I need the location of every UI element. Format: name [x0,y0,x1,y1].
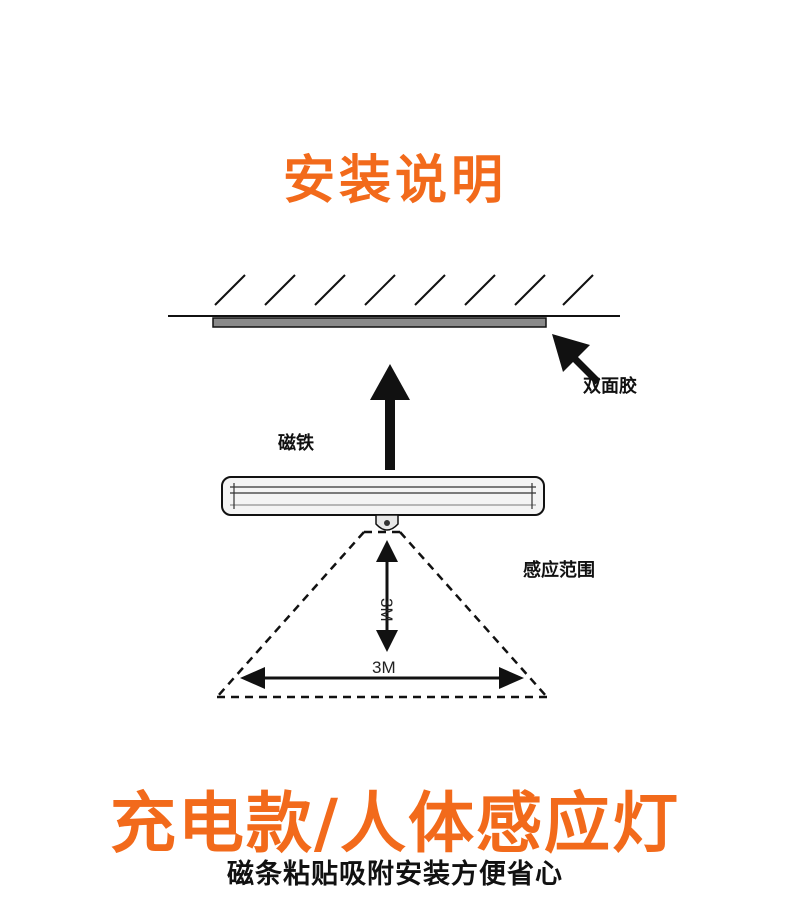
magnet-label: 磁铁 [278,433,314,454]
vertical-distance-arrow [376,540,398,652]
product-subtitle: 磁条粘贴吸附安装方便省心 [227,859,563,890]
product-title: 充电款/人体感应灯 [109,785,681,862]
vertical-distance-label: 3M [377,598,396,622]
motion-sensor [375,514,399,531]
ceiling-hatching [214,274,594,306]
adhesive-label: 双面胶 [583,376,637,397]
sensing-range-cone [216,530,548,699]
adhesive-pointer-arrow [552,334,601,385]
upward-arrow [370,364,410,470]
sensing-range-label: 感应范围 [523,560,595,581]
adhesive-strip [212,317,547,328]
horizontal-distance-label: 3M [372,658,396,677]
horizontal-distance-arrow [240,667,524,689]
page-title: 安装说明 [282,151,507,211]
light-bar [221,476,545,516]
